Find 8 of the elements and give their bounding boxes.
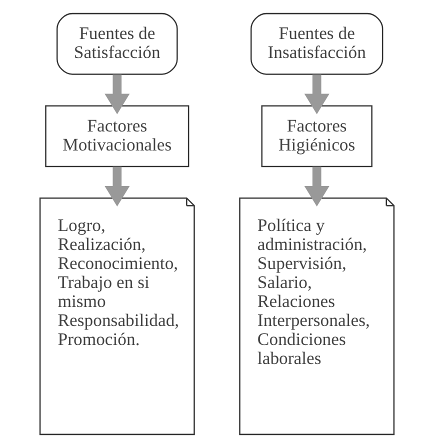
arrow — [104, 166, 130, 207]
node-box: Fuentes de Satisfacción — [56, 12, 178, 75]
node-box: Fuentes de Insatisfacción — [250, 12, 384, 75]
arrow — [304, 166, 330, 207]
node-box: Factores Motivacionales — [45, 105, 190, 168]
arrow — [304, 74, 330, 114]
arrow — [104, 74, 130, 114]
node-box: Factores Higiénicos — [261, 105, 372, 168]
